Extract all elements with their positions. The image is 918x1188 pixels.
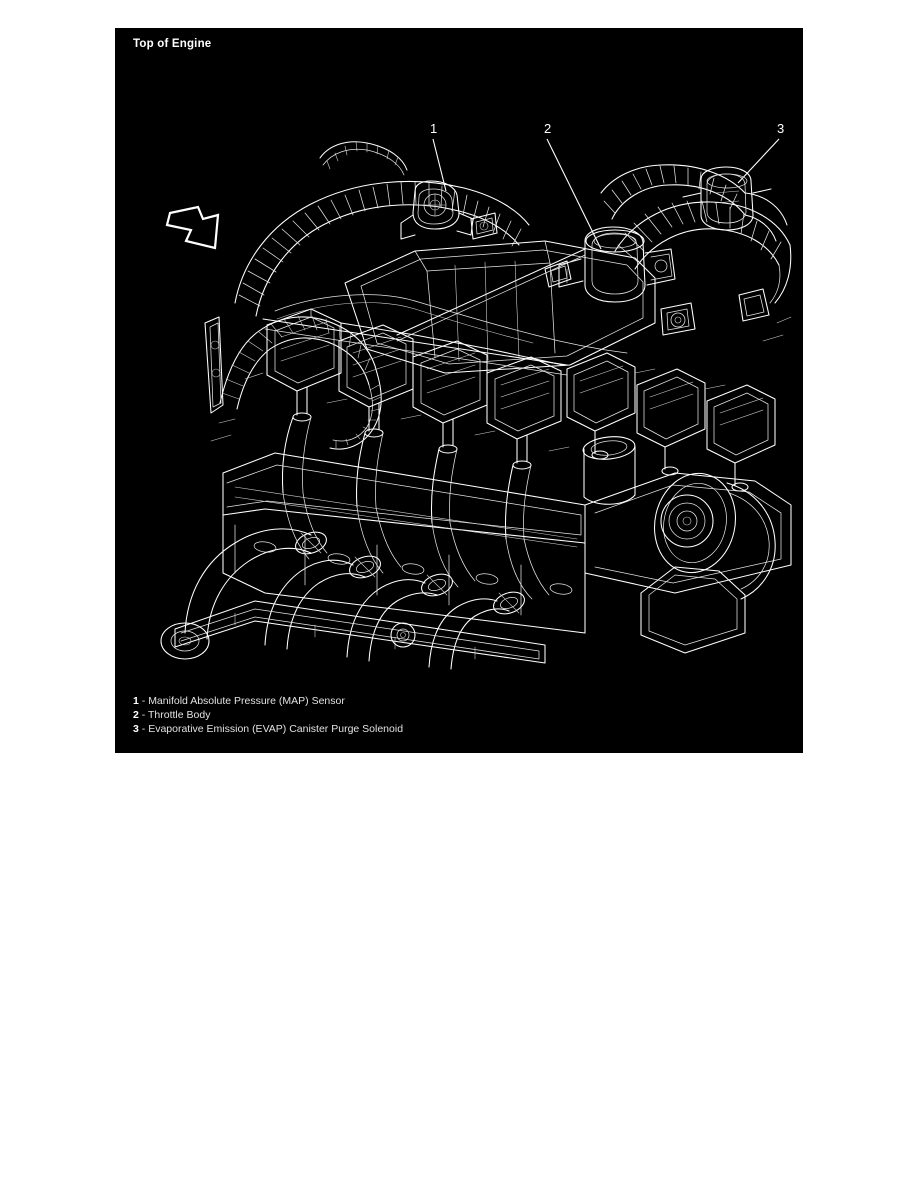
- legend-item: 2 - Throttle Body: [133, 708, 773, 722]
- legend-item: 3 - Evaporative Emission (EVAP) Canister…: [133, 722, 773, 736]
- callout-1-number: 1: [430, 121, 437, 136]
- legend-item: 1 - Manifold Absolute Pressure (MAP) Sen…: [133, 694, 773, 708]
- legend-item-text: Evaporative Emission (EVAP) Canister Pur…: [148, 723, 404, 735]
- legend-item-number: 1: [133, 695, 139, 707]
- ignition-coil: [338, 324, 414, 508]
- callout-1: 1: [430, 121, 447, 192]
- illustration-background: [115, 73, 803, 673]
- legend-item-number: 2: [133, 709, 139, 721]
- idler-boss: [390, 622, 416, 648]
- engine-line-art-svg: .ln { fill:none; stroke:#ffffff; stroke-…: [115, 73, 803, 673]
- figure-panel: Top of Engine .ln { fill:none; stroke:#f…: [115, 28, 803, 753]
- ignition-coil: [412, 340, 488, 524]
- ignition-coil-bank-right: [566, 352, 776, 492]
- callout-2-number: 2: [544, 121, 551, 136]
- legend-item-text: Throttle Body: [148, 709, 211, 721]
- fine-detail-lines: [210, 316, 792, 452]
- figure-title: Top of Engine: [133, 38, 212, 50]
- accessory-drive-pulleys: [582, 436, 776, 654]
- ignition-coil: [486, 356, 562, 540]
- legend-item-number: 3: [133, 723, 139, 735]
- ignition-coil-assembly: [262, 308, 568, 540]
- legend-item-dash: -: [141, 695, 146, 707]
- direction-arrow-icon: [165, 205, 220, 250]
- wiring-harness-conduit-upper-left: [219, 141, 530, 450]
- exhaust-manifold-runners: [160, 528, 546, 670]
- exhaust-port-flange: [349, 555, 381, 579]
- evap-canister-purge-solenoid: [682, 166, 772, 231]
- legend-item-dash: -: [141, 709, 146, 721]
- exhaust-port-flange: [493, 591, 525, 615]
- throttle-body: [558, 226, 676, 303]
- crankshaft-damper-left: [160, 622, 210, 660]
- callout-3: 3: [737, 121, 784, 184]
- figure-legend: 1 - Manifold Absolute Pressure (MAP) Sen…: [133, 694, 773, 736]
- legend-item-dash: -: [141, 723, 146, 735]
- coolant-outlet-tube: [582, 436, 636, 505]
- exhaust-port-flange: [295, 531, 327, 555]
- callout-2: 2: [544, 121, 602, 250]
- callout-3-number: 3: [777, 121, 784, 136]
- legend-item-text: Manifold Absolute Pressure (MAP) Sensor: [148, 695, 345, 707]
- map-sensor: [400, 180, 474, 240]
- brackets-and-fasteners: [204, 212, 770, 600]
- ignition-coil: [266, 308, 342, 494]
- valve-cover-and-cylinder-head: [222, 452, 792, 634]
- intake-manifold-plenum: [344, 166, 772, 374]
- engine-illustration: .ln { fill:none; stroke:#ffffff; stroke-…: [115, 73, 803, 673]
